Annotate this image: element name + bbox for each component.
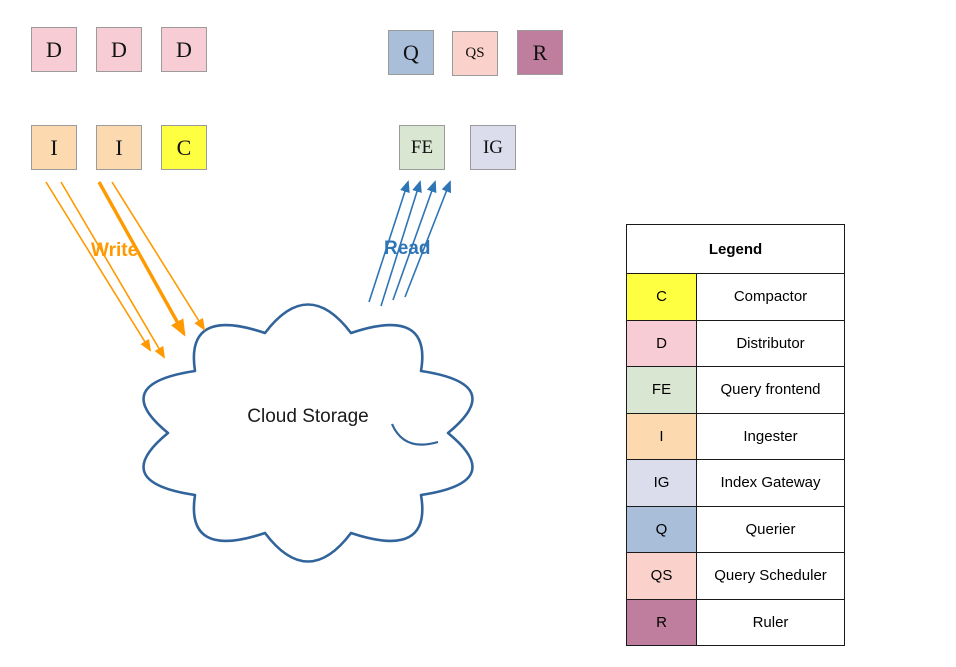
legend-color-cell: QS — [627, 553, 697, 599]
legend-color-cell: C — [627, 274, 697, 320]
legend-label: Index Gateway — [720, 474, 821, 492]
node-distributor: D — [161, 27, 207, 72]
node-index-gateway: IG — [470, 125, 516, 170]
legend-label: Ingester — [743, 427, 798, 445]
legend-row: IG Index Gateway — [627, 460, 844, 507]
legend-row: D Distributor — [627, 320, 844, 367]
node-query-scheduler: QS — [452, 31, 498, 76]
legend-color-cell: I — [627, 413, 697, 459]
node-compactor: C — [161, 125, 207, 170]
legend-row: I Ingester — [627, 413, 844, 460]
legend-color-cell: IG — [627, 460, 697, 506]
node-distributor: D — [31, 27, 77, 72]
legend-color-cell: R — [627, 599, 697, 645]
node-ruler: R — [517, 30, 563, 75]
legend-row: C Compactor — [627, 274, 844, 321]
legend-color-cell: Q — [627, 506, 697, 552]
node-ingester: I — [31, 125, 77, 170]
legend-row: R Ruler — [627, 599, 844, 645]
read-label: Read — [384, 238, 431, 259]
legend-label: Query frontend — [720, 381, 821, 399]
node-querier: Q — [388, 30, 434, 75]
node-ingester: I — [96, 125, 142, 170]
legend-row: FE Query frontend — [627, 367, 844, 414]
cloud-shape — [142, 303, 474, 563]
legend-title: Legend — [627, 225, 844, 274]
write-label: Write — [91, 240, 139, 261]
legend-label: Ruler — [752, 613, 789, 631]
legend-row: Q Querier — [627, 506, 844, 553]
legend-label: Compactor — [733, 288, 808, 306]
legend-label: Querier — [745, 520, 796, 538]
legend-row: QS Query Scheduler — [627, 553, 844, 600]
legend-color-cell: FE — [627, 367, 697, 413]
node-distributor: D — [96, 27, 142, 72]
legend-color-cell: D — [627, 320, 697, 366]
cloud-storage-label: Cloud Storage — [247, 406, 369, 427]
write-arrow — [60, 181, 166, 359]
legend-label: Query Scheduler — [714, 567, 827, 585]
node-query-frontend: FE — [399, 125, 445, 170]
write-arrow — [45, 181, 152, 352]
legend-label: Distributor — [736, 334, 805, 352]
